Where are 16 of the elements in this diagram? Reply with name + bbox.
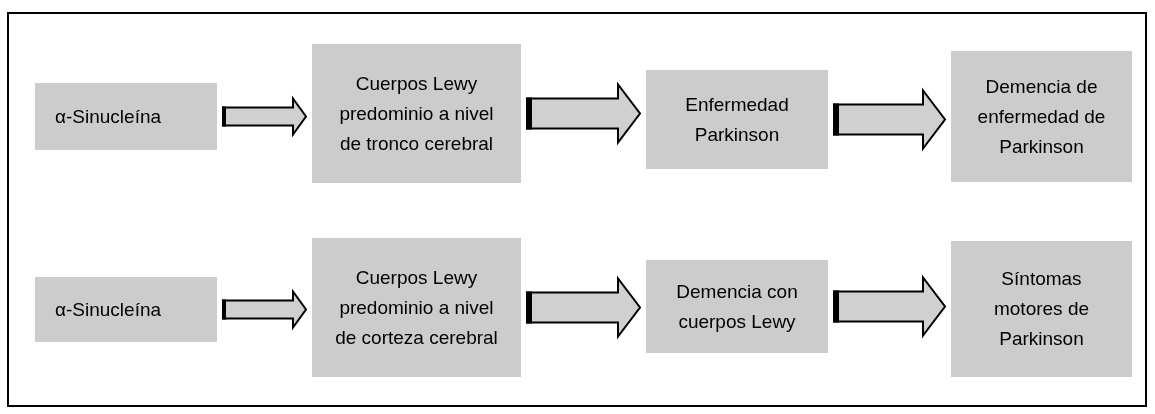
- process-box: [646, 260, 828, 353]
- box-text: Enfermedad Parkinson: [684, 92, 790, 147]
- box-text: Cuerpos Lewy predominio a nivel de tronco cerebral: [338, 71, 495, 156]
- process-box: [312, 238, 521, 377]
- box-text: Demencia de enfermedad de Parkinson: [976, 74, 1107, 159]
- process-box: [646, 70, 828, 169]
- box-text: Cuerpos Lewy predominio a nivel de corteza cerebral: [334, 265, 499, 350]
- process-box: [35, 83, 217, 150]
- box-text: Demencia con cuerpos Lewy: [675, 279, 799, 334]
- process-box: [951, 241, 1132, 377]
- process-box: [951, 51, 1132, 182]
- process-box: [35, 277, 217, 342]
- process-box: [312, 44, 521, 183]
- box-text: α-Sinucleína: [55, 297, 162, 322]
- box-text: α-Sinucleína: [55, 104, 162, 129]
- box-text: Síntomas motores de Parkinson: [992, 267, 1090, 351]
